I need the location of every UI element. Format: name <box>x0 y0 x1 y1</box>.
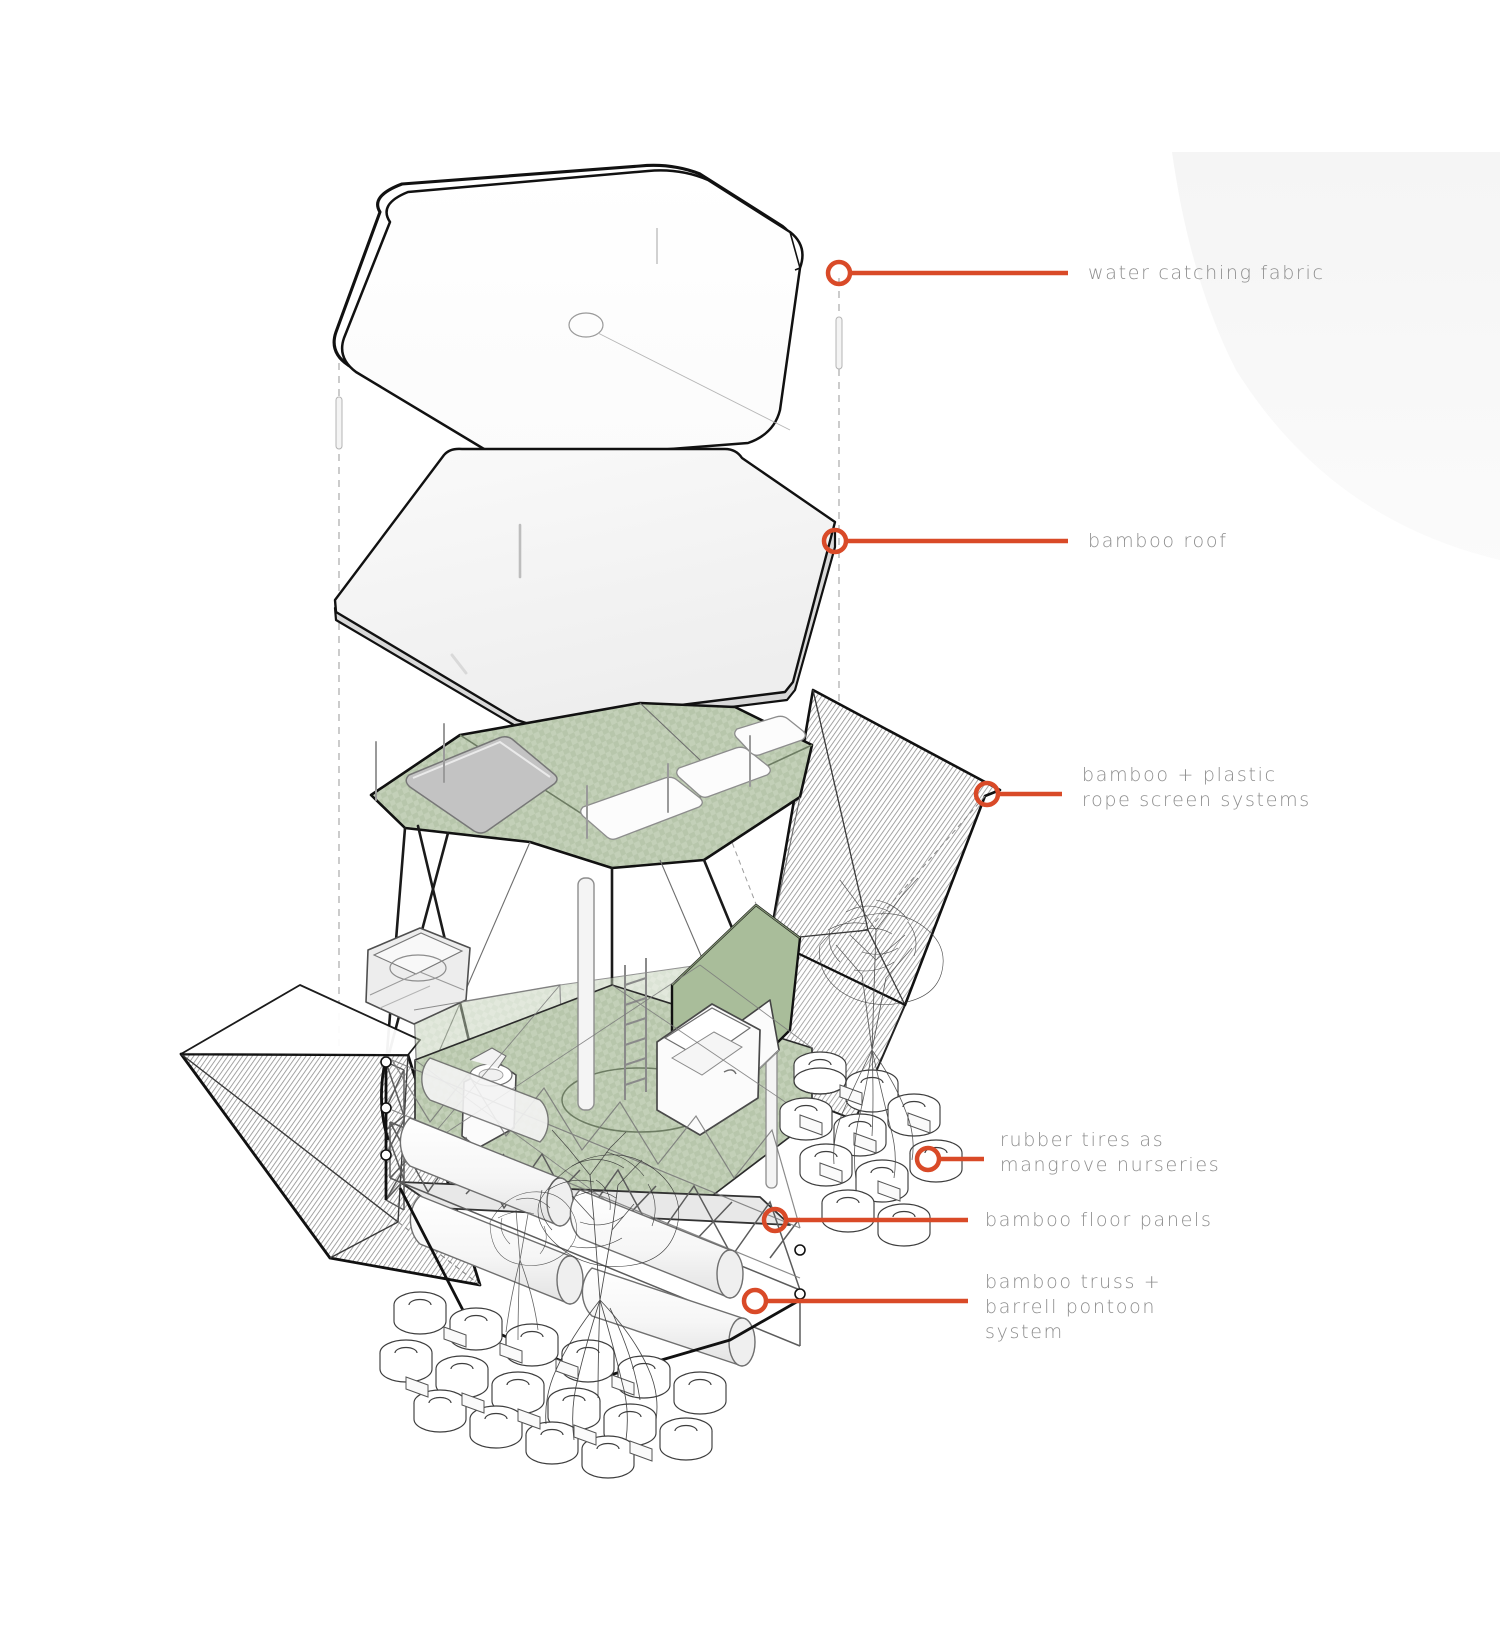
callout-label-bamboo-plastic-rope-screen-systems: bamboo + plastic rope screen systems <box>1082 763 1311 813</box>
callout-label-line: bamboo truss + <box>985 1271 1162 1293</box>
callout-label-line: barrell pontoon <box>985 1296 1157 1318</box>
callout-label-line: bamboo + plastic <box>1082 764 1277 786</box>
layer-truss-pontoon-system <box>380 1056 806 1380</box>
callout-label-line: rubber tires as <box>1000 1129 1165 1151</box>
callout-label-line: mangrove nurseries <box>1000 1154 1221 1176</box>
callout-label-bamboo-truss-barrell-pontoon-system: bamboo truss + barrell pontoon system <box>985 1270 1161 1345</box>
layer-tire-mangrove-nurseries <box>379 877 963 1479</box>
callout-label-rubber-tires-as-mangrove-nurseries: rubber tires as mangrove nurseries <box>1000 1128 1220 1178</box>
layer-water-catching-fabric <box>332 163 804 462</box>
callout-marker-water-catching-fabric[interactable] <box>825 259 853 287</box>
layer-deck-and-interior <box>365 877 813 1226</box>
tire-cluster-right <box>779 1051 963 1247</box>
tire-cluster-left <box>379 1291 727 1479</box>
layer-bamboo-roof <box>333 447 837 734</box>
mangrove-tree-right <box>819 877 944 1181</box>
callout-marker-bamboo-floor-panels[interactable] <box>761 1206 789 1234</box>
callout-label-line: rope screen systems <box>1082 789 1311 811</box>
callout-label-line: water catching fabric <box>1088 262 1325 284</box>
callout-label-water-catching-fabric: water catching fabric <box>1088 261 1325 286</box>
mangrove-tree-center <box>537 1129 679 1441</box>
callout-label-bamboo-roof: bamboo roof <box>1088 529 1228 554</box>
barrel-pontoons <box>399 1057 756 1367</box>
callout-marker-bamboo-roof[interactable] <box>821 527 849 555</box>
callout-marker-bamboo-plastic-rope-screen-systems[interactable] <box>973 780 1001 808</box>
callout-label-line: bamboo floor panels <box>985 1209 1213 1231</box>
callout-label-line: system <box>985 1321 1064 1343</box>
callout-marker-bamboo-truss-barrell-pontoon-system[interactable] <box>741 1287 769 1315</box>
callout-leaders <box>741 259 1068 1315</box>
callout-marker-rubber-tires-as-mangrove-nurseries[interactable] <box>914 1145 942 1173</box>
mangrove-tree-small <box>489 1191 578 1341</box>
callout-label-line: bamboo roof <box>1088 530 1228 552</box>
callout-label-bamboo-floor-panels: bamboo floor panels <box>985 1208 1213 1233</box>
background-swoosh <box>1172 152 1500 560</box>
